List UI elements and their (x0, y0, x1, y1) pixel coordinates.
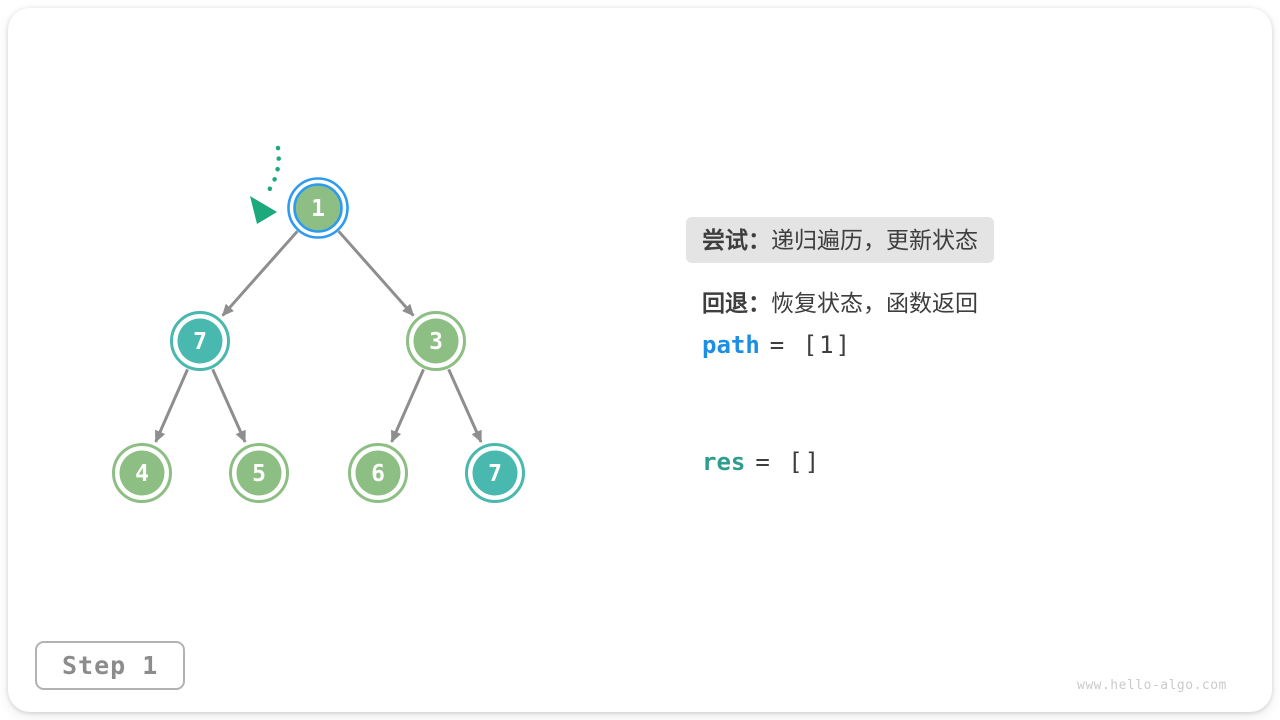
tree-edge (221, 230, 299, 317)
tree-node-label: 3 (429, 329, 443, 355)
tree-edge (447, 368, 483, 443)
res-variable-name: res (702, 448, 746, 476)
res-variable-value: = [] (755, 448, 822, 476)
note-try: 尝试：递归遍历，更新状态 (686, 217, 994, 263)
tree-node-1: 1 (287, 177, 349, 239)
note-backtrack-text: 恢复状态，函数返回 (771, 290, 978, 316)
tree-node-label: 1 (311, 196, 325, 222)
path-variable-line: path = [1] (702, 331, 852, 359)
tree-node-label: 6 (371, 461, 385, 487)
tree-node-label: 7 (488, 461, 502, 487)
tree-edge (337, 230, 415, 317)
note-backtrack: 回退：恢复状态，函数返回 (702, 289, 978, 317)
path-variable-value: = [1] (769, 331, 853, 359)
tree-node-4: 4 (112, 443, 172, 503)
step-badge: Step 1 (35, 641, 186, 690)
tree-node-7: 7 (170, 311, 230, 371)
tree-node-7: 7 (465, 443, 525, 503)
tree-edge (211, 368, 247, 443)
res-variable-line: res = [] (702, 448, 821, 476)
note-try-text: 递归遍历，更新状态 (771, 227, 978, 253)
tree-node-3: 3 (406, 311, 466, 371)
tree-node-5: 5 (229, 443, 289, 503)
watermark: www.hello-algo.com (1077, 678, 1227, 693)
tree-nodes: 1 7 3 4 5 6 7 (112, 177, 525, 503)
tree-edge (154, 368, 189, 443)
note-backtrack-label: 回退： (702, 290, 771, 316)
tree-edge (390, 368, 425, 443)
tree-node-label: 7 (193, 329, 207, 355)
note-try-label: 尝试： (702, 227, 771, 253)
path-variable-name: path (702, 331, 760, 359)
tree-node-label: 5 (252, 461, 266, 487)
tree-node-6: 6 (348, 443, 408, 503)
tree-node-label: 4 (135, 461, 149, 487)
tree-edges (154, 230, 483, 443)
current-pointer-arrow-icon (250, 145, 281, 224)
